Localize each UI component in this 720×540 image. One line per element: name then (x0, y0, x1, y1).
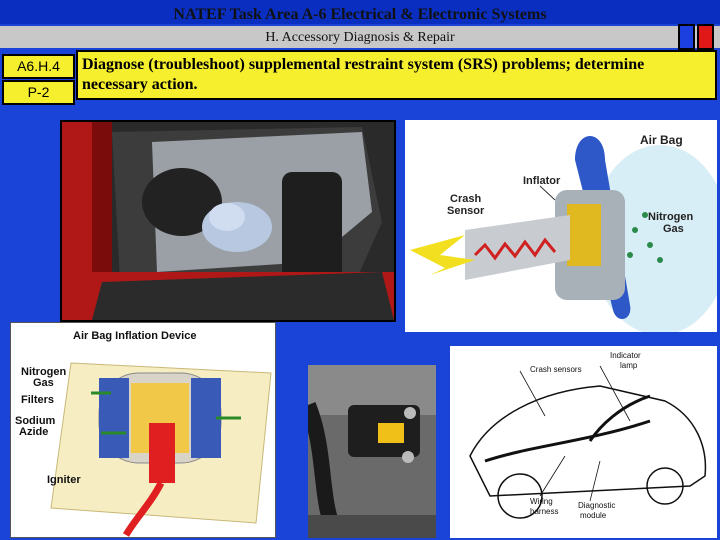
label-diagnostic: Diagnostic (578, 501, 615, 510)
page-title-bar: NATEF Task Area A-6 Electrical & Electro… (0, 0, 720, 24)
label-wiring: Wiring (530, 497, 553, 506)
page-title: NATEF Task Area A-6 Electrical & Electro… (173, 6, 547, 23)
label-device-nitrogen: Nitrogen (21, 366, 67, 378)
section-subtitle-bar: H. Accessory Diagnosis & Repair (0, 26, 720, 48)
label-device-gas: Gas (33, 377, 54, 389)
label-device-filters: Filters (21, 394, 54, 406)
label-sensor: Sensor (447, 205, 485, 217)
label-crash-sensors: Crash sensors (530, 365, 582, 374)
red-square-icon (697, 24, 714, 50)
section-subtitle: H. Accessory Diagnosis & Repair (265, 30, 455, 45)
label-gas: Gas (663, 223, 684, 235)
label-module: module (580, 511, 607, 520)
blue-square-icon (678, 24, 695, 50)
task-priority-badge: P-2 (2, 80, 75, 105)
label-crash: Crash (450, 193, 481, 205)
label-harness: harness (530, 507, 558, 516)
task-description-box: Diagnose (troubleshoot) supplemental res… (76, 50, 717, 100)
srs-component-location-diagram: Crash sensors Indicator lamp Wiring harn… (450, 346, 717, 538)
label-nitrogen: Nitrogen (648, 211, 694, 223)
crash-sensor-photo (308, 365, 436, 538)
task-code-badge: A6.H.4 (2, 54, 75, 79)
task-description: Diagnose (troubleshoot) supplemental res… (82, 56, 645, 93)
label-inflator: Inflator (523, 175, 561, 187)
deployed-airbag-photo (60, 120, 396, 322)
inflation-device-illustration: Air Bag Inflation Device Nitrogen Gas Fi… (10, 322, 276, 538)
label-device-sodium: Sodium (15, 415, 56, 427)
airbag-system-illustration: Air Bag Inflator Crash Sensor Nitrogen G… (405, 120, 717, 332)
label-indicator: Indicator (610, 351, 641, 360)
label-lamp: lamp (620, 361, 638, 370)
label-device-igniter: Igniter (47, 474, 81, 486)
label-device-azide: Azide (19, 426, 48, 438)
label-air-bag: Air Bag (640, 133, 683, 147)
device-title: Air Bag Inflation Device (73, 330, 196, 342)
